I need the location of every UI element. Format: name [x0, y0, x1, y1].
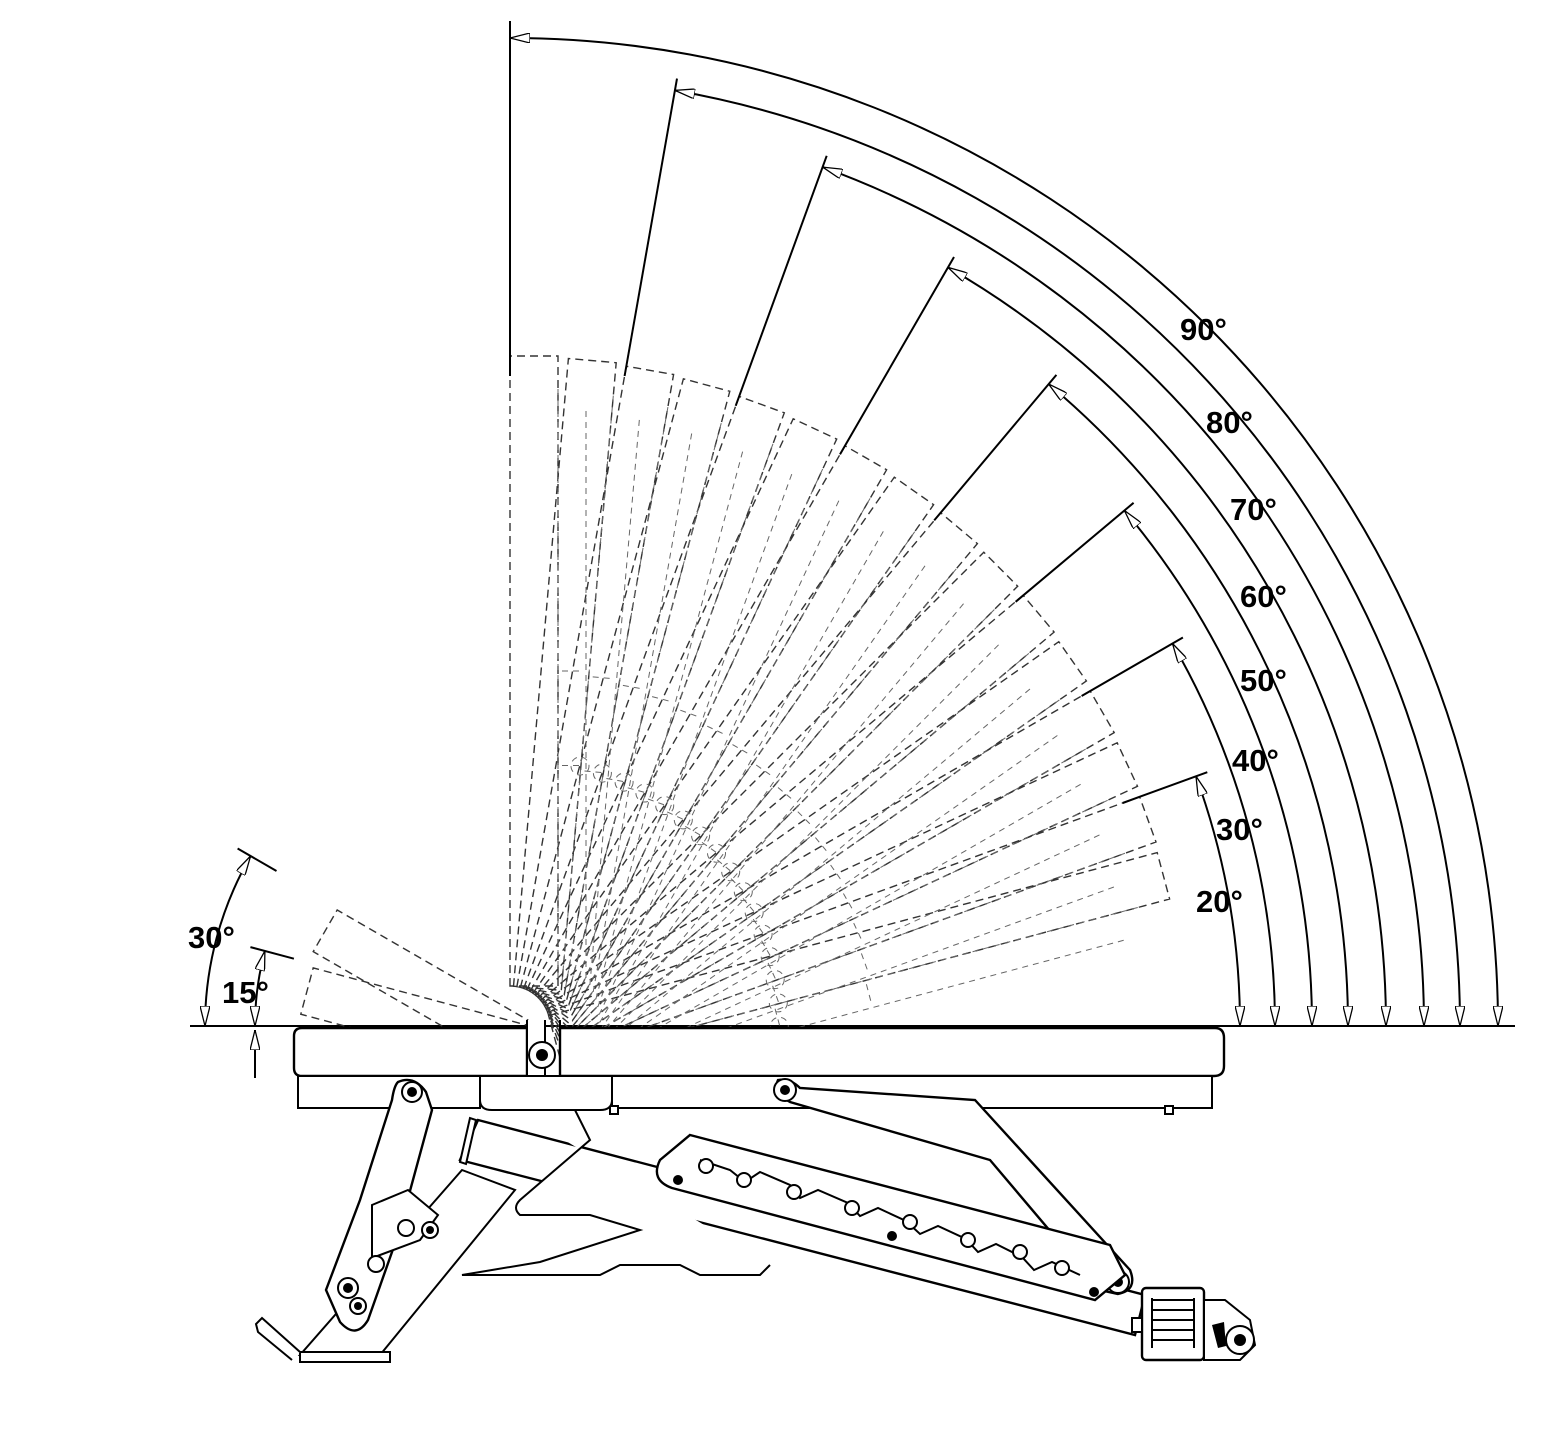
ghost-pin	[721, 862, 741, 882]
ghost-frame	[599, 563, 928, 1031]
ghost-tick	[685, 825, 703, 837]
ghost-tick	[853, 922, 863, 942]
ghost-pin	[744, 903, 764, 922]
ghost-backrest	[539, 594, 1056, 1039]
ghost-tick	[732, 744, 751, 756]
ghost-pin	[733, 882, 753, 902]
end-cap-stub	[1131, 1317, 1143, 1333]
angle-ray-60	[839, 256, 955, 455]
ghost-tick	[706, 725, 726, 736]
ghost-tick	[815, 837, 829, 854]
angle-arc-90	[510, 38, 1498, 1026]
seat-angle-arc-30	[205, 855, 252, 1026]
angle-arc-70	[823, 166, 1424, 1026]
backrest-angle-labels: 20° 30° 40° 50° 60° 70° 80° 90°	[1180, 312, 1287, 919]
angle-label-60: 60°	[1240, 579, 1287, 614]
end-cap-ribs	[1151, 1298, 1195, 1348]
ghost-tick	[666, 811, 686, 821]
bench-body	[254, 1020, 1257, 1363]
ghost-frame	[592, 430, 693, 992]
ghost-backrest	[545, 741, 1139, 1054]
ghost-tick	[701, 841, 719, 855]
ghost-frame	[597, 471, 794, 1008]
front-foot	[299, 1351, 391, 1363]
pivot-pin-center	[426, 1226, 434, 1234]
pivot-pin-center	[343, 1283, 353, 1293]
lower-support	[461, 1109, 771, 1276]
angle-ray-50	[933, 374, 1058, 522]
seat-angle-ray-30	[237, 847, 278, 872]
backrest-stop	[1164, 1105, 1174, 1115]
hinge-block	[479, 1075, 613, 1111]
seat-angle-arc-15	[255, 951, 266, 1026]
backrest-angle-arcs	[509, 21, 1498, 1026]
ghost-pin	[707, 843, 726, 863]
ghost-tick	[716, 859, 733, 874]
ghost-seat	[312, 909, 546, 1073]
ghost-backrest	[525, 417, 838, 1011]
ghost-frame	[595, 686, 1033, 1054]
angle-ray-80	[623, 78, 678, 377]
angle-label-50: 50°	[1240, 663, 1287, 698]
ghost-backrest	[541, 640, 1088, 1044]
seat-pad	[292, 1026, 529, 1078]
ghost-backrest	[519, 377, 731, 1001]
ghost-tick	[842, 893, 854, 912]
pivot-pin-center	[407, 1087, 417, 1097]
angle-ray-40	[1014, 502, 1135, 603]
backrest-stop	[609, 1105, 619, 1115]
angle-label-90: 90°	[1180, 312, 1227, 347]
strut-pivot-center	[780, 1085, 790, 1095]
ghost-pin	[753, 924, 773, 944]
wheel-hub	[1234, 1334, 1246, 1346]
angle-ray-70	[734, 155, 828, 407]
ghost-pin	[760, 947, 780, 967]
adjustment-ladder	[655, 1133, 1127, 1302]
rail-end-cap	[458, 1116, 478, 1166]
pivot-pin	[397, 1219, 415, 1237]
angle-label-70: 70°	[1230, 492, 1277, 527]
angle-label-80: 80°	[1206, 405, 1253, 440]
seat-angle-arcs	[205, 847, 295, 1078]
wheel-bracket-mark	[1212, 1322, 1226, 1348]
ghost-tick	[860, 953, 869, 973]
ghost-frame	[599, 528, 886, 1023]
pivot-pin	[367, 1255, 385, 1273]
ghost-tick	[830, 864, 843, 882]
foot-handle	[254, 1316, 301, 1361]
ghost-seat	[299, 967, 546, 1078]
angle-label-40: 40°	[1232, 743, 1279, 778]
angle-arc-50	[1048, 383, 1348, 1026]
angle-ray-30	[1081, 636, 1184, 697]
seat-angle-label-15: 15°	[222, 975, 269, 1010]
seat-angle-label-30: 30°	[188, 920, 235, 955]
ghost-frame	[589, 416, 641, 985]
seat-angle-ray-15	[250, 946, 295, 960]
ghost-positions	[299, 355, 1171, 1088]
seat-frame	[297, 1075, 481, 1109]
ghost-tick	[627, 787, 648, 794]
ladder-pins	[673, 1158, 1099, 1297]
angle-label-20: 20°	[1196, 884, 1243, 919]
ghost-frame	[597, 642, 1002, 1047]
ghost-tick	[865, 984, 872, 1004]
seat-angle-labels: 30° 15°	[188, 920, 269, 1010]
backrest-pad	[558, 1026, 1226, 1078]
ghost-pin	[691, 826, 711, 846]
hinge-pivot-center	[536, 1049, 548, 1061]
ghost-tick	[606, 778, 627, 783]
pivot-pin-center	[354, 1302, 362, 1310]
angle-label-30: 30°	[1216, 812, 1263, 847]
